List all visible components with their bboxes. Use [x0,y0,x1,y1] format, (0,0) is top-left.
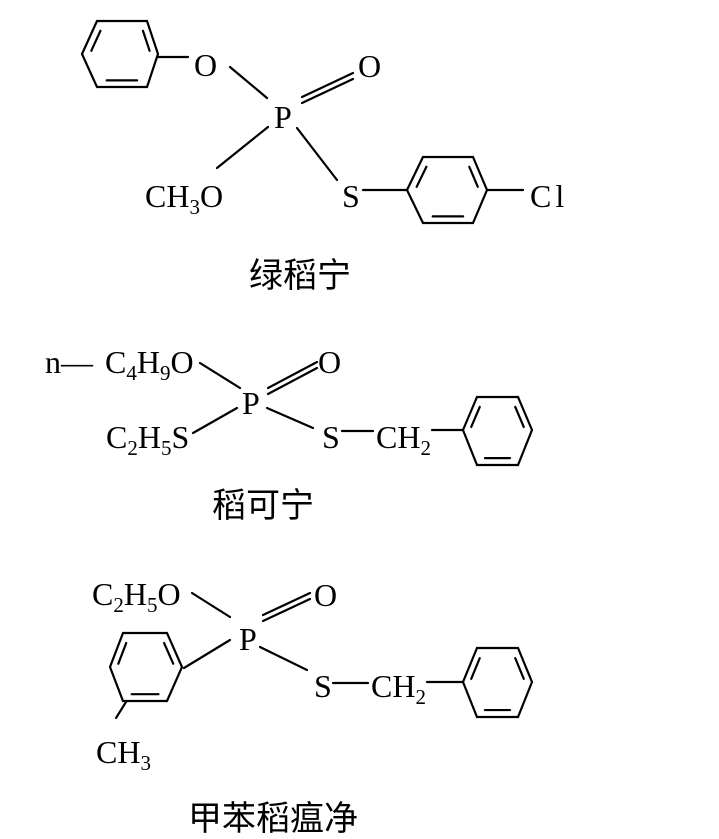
bond-ring-ch3 [114,700,128,720]
group-ethoxy: C2H5O [92,576,181,617]
benzyl-ring-3-double-bond [470,657,481,680]
benzene-rings [80,19,534,719]
benzyl-ring-2-double-bond [470,405,481,429]
atom-p: P [274,99,292,135]
bond-o-p [190,591,232,619]
benzyl-ring-3 [461,646,534,719]
bond-s-p [191,406,239,435]
group-butoxy: C4H9O [105,344,194,385]
bond-p-o-double-a [300,71,355,99]
atom-o-double: O [314,577,337,613]
group-ethylthio: C2H5S [106,419,189,460]
tolyl-ring-double-bond [117,641,128,665]
tolyl-ring [108,631,184,703]
bond-p-o-double-a [261,591,312,617]
bond-p-o-double-b [300,77,355,105]
bond-p-s [295,126,339,182]
atom-cl: Cl [530,178,568,214]
atom-s: S [314,668,332,704]
chlorophenyl-ring-double-bond [415,165,428,188]
group-ch2: CH2 [376,419,431,460]
bond-p-o-double-b [266,366,319,396]
compound-2-name: 稻可宁 [212,486,314,526]
compound-1-structure: O P O CH3O S Cl 绿稻宁 [145,47,568,296]
compound-1-name: 绿稻宁 [249,256,351,296]
compound-3-name: 甲苯稻瘟净 [188,799,358,839]
bond-p-s [258,645,309,672]
atom-s: S [342,178,360,214]
atom-o-double: O [358,48,381,84]
phenyl-ring-1-double-bond [141,29,151,52]
phenyl-ring-1 [80,19,160,89]
tolyl-ring-double-bond [163,641,175,665]
bond-p-o-double-a [266,360,319,390]
atom-p: P [242,385,260,421]
benzyl-ring-3-double-bond [514,657,525,680]
group-ch2: CH2 [371,668,426,709]
bond-p-o-double-b [261,597,312,623]
benzyl-ring-2 [461,395,534,467]
atom-s: S [322,419,340,455]
bond-p-methoxy [215,125,270,170]
bond-p-ring [182,638,232,670]
bond-o-p [228,65,269,100]
atom-o-ether: O [194,47,217,83]
group-ch3: CH3 [96,734,151,775]
bond-p-s [265,406,315,430]
compound-3-structure: C2H5O P O S CH2 CH3 甲苯稻瘟净 [92,576,465,839]
atom-p: P [239,621,257,657]
compound-2-structure: n— C4H9O P O C2H5S S CH2 稻可宁 [45,344,465,526]
group-methoxy: CH3O [145,178,223,219]
chlorophenyl-ring [405,155,489,225]
bond-o-p [198,361,242,390]
benzyl-ring-2-double-bond [514,405,525,429]
chlorophenyl-ring-double-bond [468,165,479,188]
phenyl-ring-1-double-bond [90,29,102,52]
n-prefix: n— [45,344,94,380]
atom-o-double: O [318,344,341,380]
